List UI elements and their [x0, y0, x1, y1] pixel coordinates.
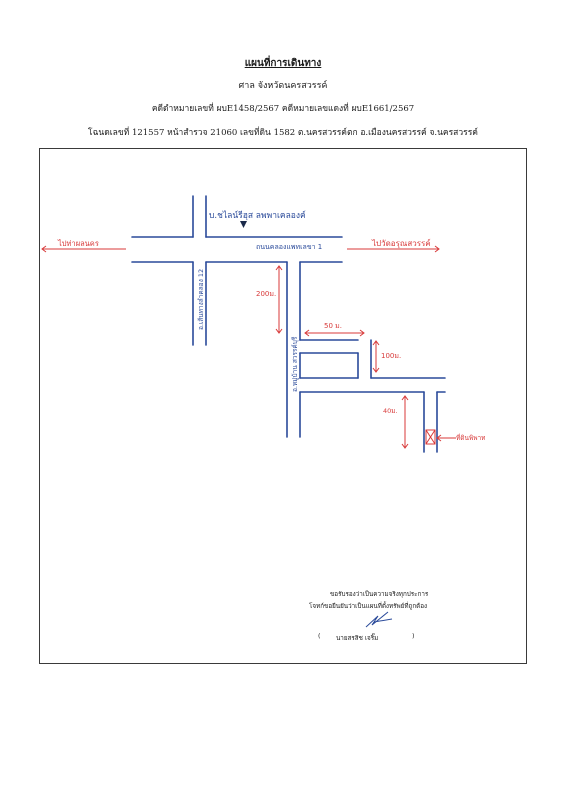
certification-line-2: โจทก์ขอยืนยันว่าเป็นแผนที่ตั้งทรัพย์ที่ถ…	[309, 603, 428, 610]
map-frame	[39, 148, 527, 664]
location-marker-icon	[240, 221, 247, 228]
main-road-label: ถนนคลองแพทเลขา 1	[256, 243, 322, 251]
deed-details: โฉนดเลขที่ 121557 หน้าสำรวจ 21060 เลขที่…	[88, 128, 478, 138]
distance-label-50: 50 ม.	[324, 322, 342, 330]
signer-name: นายสรสิช เจริ๊ม	[336, 635, 379, 642]
distance-label-40: 40ม.	[383, 407, 398, 415]
arrow-head-icon	[434, 245, 440, 253]
court-name: ศาล จังหวัดนครสวรรค์	[238, 81, 328, 91]
right-road-label: อ.หมู่บ้าน สวรรค์บุรี	[291, 336, 299, 392]
arrow-head-icon	[41, 245, 47, 253]
signature-paren-close: )	[412, 633, 415, 640]
target-label: ที่ดินพิพาท	[456, 433, 485, 442]
distance-label-200: 200ม.	[256, 290, 276, 298]
signature-paren-open: (	[318, 633, 321, 640]
page-title: แผนที่การเดินทาง	[244, 58, 322, 69]
left-direction-label: ไปท่าผลนคร	[57, 239, 99, 248]
signature-mark	[365, 611, 393, 628]
left-road-label: อ.เส้นทางลำคลอง 12	[197, 269, 205, 330]
target-parcel-icon	[425, 429, 436, 445]
case-numbers: คดีดำหมายเลขที่ ผบE1458/2567 คดีหมายเลขแ…	[151, 104, 415, 114]
landmark-label: บ.ชไลน์รีฮุส ลพพาเคลองค์	[209, 210, 306, 221]
distance-label-100: 100ม.	[381, 352, 401, 360]
right-direction-label: ไปวัดอรุณสวรรค์	[371, 238, 431, 248]
certification-line-1: ขอรับรองว่าเป็นความจริงทุกประการ	[330, 591, 429, 598]
